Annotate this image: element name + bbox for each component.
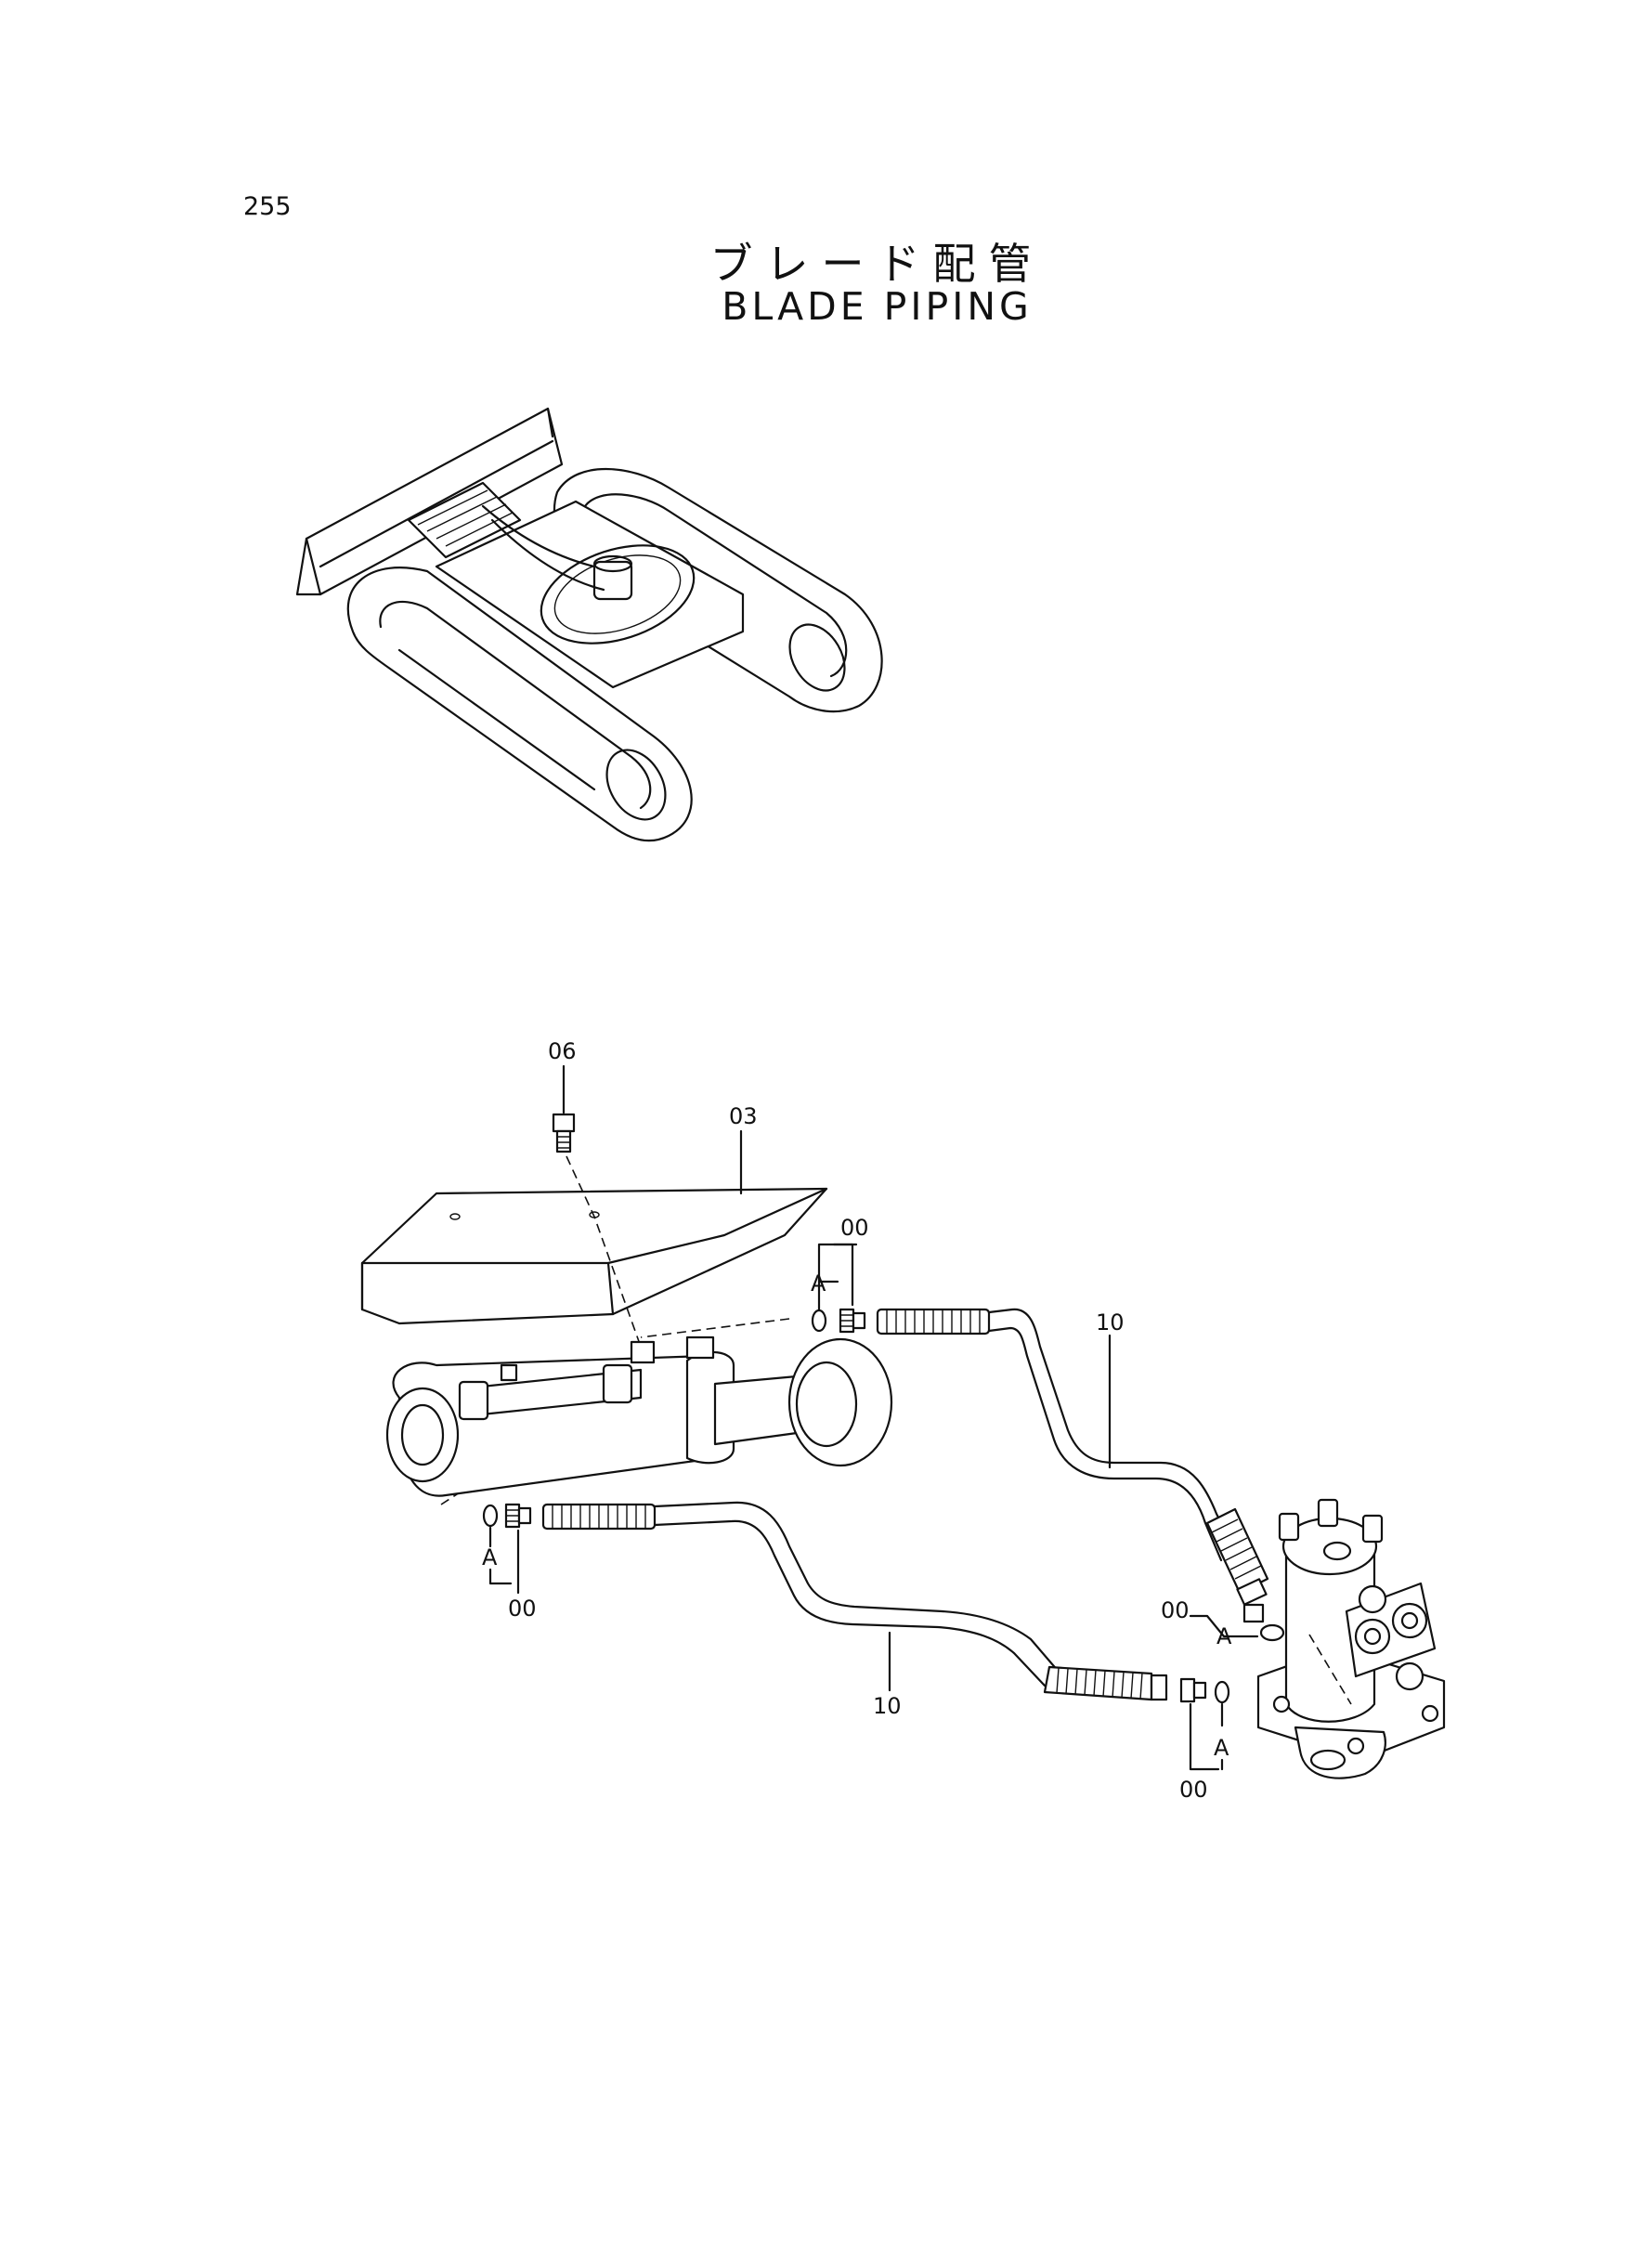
callout-10-upper: 10 [1096,1309,1125,1335]
o-ring-swivel-upper [1259,1623,1285,1642]
callout-a-upper: A [811,1270,826,1296]
o-ring-upper [811,1309,827,1333]
o-ring-swivel-lower [1214,1680,1230,1704]
swing-circle [540,544,696,645]
left-track [346,567,693,842]
leader-a-upper [817,1243,854,1311]
page-number: 255 [243,192,292,221]
page-title-japanese: ブレード配管 [709,239,1045,289]
leader-a-00-swivel-lower [1189,1702,1224,1771]
leader-a-00-lower [488,1526,520,1595]
callout-a-swivel-lower: A [1214,1735,1229,1761]
bolt [552,1113,576,1153]
callout-03: 03 [729,1103,758,1129]
track-frame [435,500,745,689]
page-title: BLADE PIPING [722,284,1033,329]
o-ring-lower [482,1504,499,1528]
center-joint [592,560,633,601]
fitting-upper-cylinder [839,1308,866,1334]
callout-00-swivel-lower: 00 [1179,1777,1208,1803]
undercarriage-overview [295,407,883,842]
hose-upper [876,1308,1269,1623]
callout-a-lower: A [482,1544,498,1570]
leader-00-upper [832,1243,858,1307]
port-alignment-line-upper [640,1318,790,1338]
callout-10-lower: 10 [873,1693,902,1719]
cover [360,1187,828,1325]
callout-00-lower: 00 [508,1596,537,1622]
blade [305,407,564,596]
callout-06: 06 [548,1038,577,1064]
blade-cylinder-detail [385,1335,893,1497]
hose-lower [541,1501,1168,1701]
center-joint-detail [1256,1498,1446,1779]
leader-00-swivel-upper [1189,1614,1259,1638]
fitting-swivel-lower [1179,1677,1207,1703]
fitting-lower-cylinder [504,1503,532,1529]
callout-a-swivel-upper: A [1216,1623,1232,1649]
callout-00-swivel-upper: 00 [1161,1597,1190,1623]
callout-00-upper: 00 [840,1215,869,1241]
bolt-alignment-line [566,1155,642,1348]
